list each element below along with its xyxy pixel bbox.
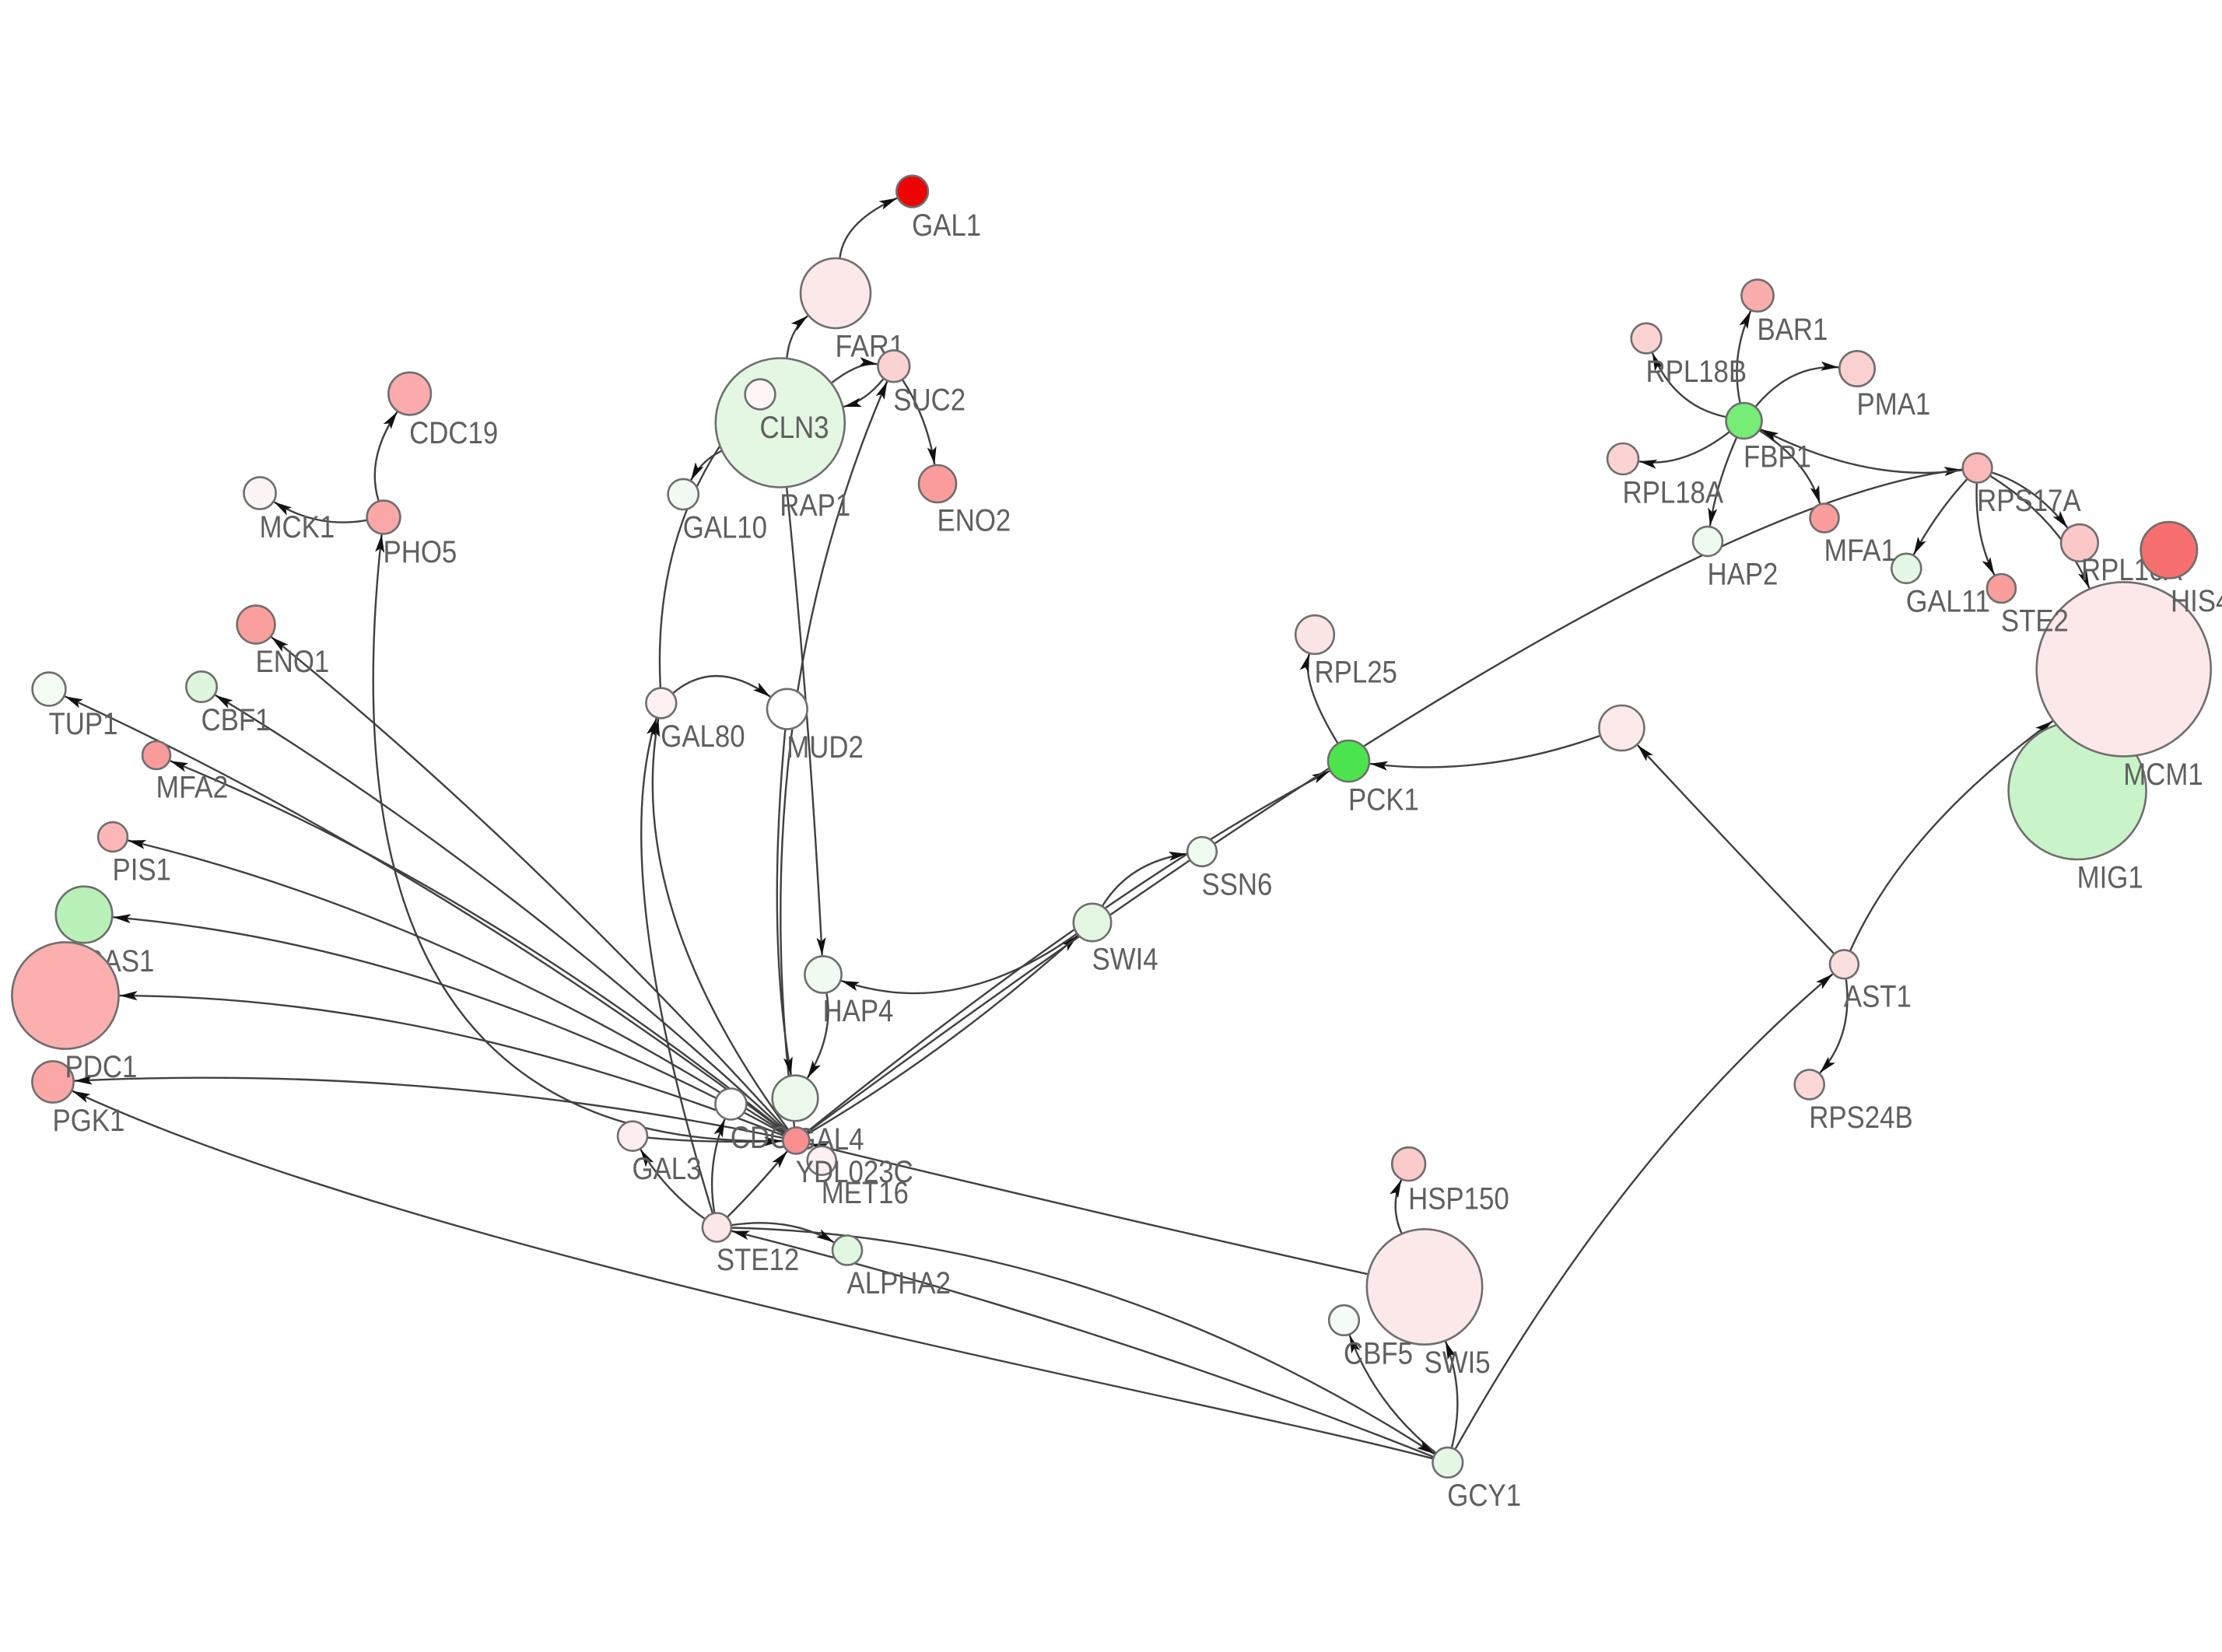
svg-text:RAP1: RAP1 <box>780 488 850 523</box>
svg-text:FBP1: FBP1 <box>1744 440 1811 474</box>
svg-text:MCK1: MCK1 <box>260 510 335 544</box>
svg-text:PMA1: PMA1 <box>1857 387 1931 422</box>
svg-text:HAP4: HAP4 <box>823 994 894 1028</box>
svg-text:GAL3: GAL3 <box>633 1152 702 1186</box>
svg-text:HSP150: HSP150 <box>1408 1182 1509 1216</box>
svg-text:CBF5: CBF5 <box>1344 1336 1413 1370</box>
svg-text:HIS4: HIS4 <box>2171 584 2222 618</box>
svg-text:RPL25: RPL25 <box>1315 655 1397 689</box>
svg-text:MFA1: MFA1 <box>1824 534 1897 568</box>
svg-text:SSN6: SSN6 <box>1202 867 1273 901</box>
svg-text:MFA2: MFA2 <box>156 771 229 805</box>
svg-text:ENO1: ENO1 <box>256 645 330 679</box>
svg-text:GCY1: GCY1 <box>1447 1479 1521 1513</box>
svg-text:HAP2: HAP2 <box>1708 557 1779 591</box>
svg-text:MCM1: MCM1 <box>2123 758 2203 792</box>
svg-text:MET16: MET16 <box>822 1176 909 1210</box>
svg-text:RPS17A: RPS17A <box>1977 484 2081 518</box>
svg-text:BAR1: BAR1 <box>1758 313 1828 347</box>
svg-text:MIG1: MIG1 <box>2077 861 2143 895</box>
svg-text:RPS24B: RPS24B <box>1809 1101 1913 1135</box>
svg-text:PGK1: PGK1 <box>53 1104 125 1138</box>
svg-text:PCK1: PCK1 <box>1348 783 1419 817</box>
svg-text:MUD2: MUD2 <box>787 730 864 765</box>
svg-text:PDC1: PDC1 <box>65 1050 138 1084</box>
svg-text:GAL10: GAL10 <box>683 511 767 545</box>
svg-text:ALPHA2: ALPHA2 <box>847 1266 952 1300</box>
svg-text:GAL80: GAL80 <box>661 719 745 754</box>
svg-text:RPL18A: RPL18A <box>1623 476 1724 510</box>
svg-text:YDL023C: YDL023C <box>796 1155 913 1189</box>
svg-text:ENO2: ENO2 <box>938 504 1011 538</box>
svg-text:SWI5: SWI5 <box>1425 1346 1491 1380</box>
svg-text:STE12: STE12 <box>717 1243 799 1277</box>
svg-text:SUC2: SUC2 <box>893 383 966 418</box>
svg-text:PIS1: PIS1 <box>113 852 171 887</box>
svg-text:PHO5: PHO5 <box>384 535 457 569</box>
svg-text:CLN3: CLN3 <box>760 411 829 445</box>
svg-text:TUP1: TUP1 <box>49 707 118 741</box>
svg-text:RPL18B: RPL18B <box>1646 355 1747 389</box>
svg-text:SWI4: SWI4 <box>1092 943 1158 977</box>
svg-text:GAL1: GAL1 <box>912 208 981 243</box>
svg-text:CBF1: CBF1 <box>202 703 271 737</box>
svg-text:CDC19: CDC19 <box>409 416 498 450</box>
svg-text:STE2: STE2 <box>2001 604 2069 639</box>
svg-text:GAL11: GAL11 <box>1906 584 1990 618</box>
svg-text:AST1: AST1 <box>1844 980 1912 1014</box>
